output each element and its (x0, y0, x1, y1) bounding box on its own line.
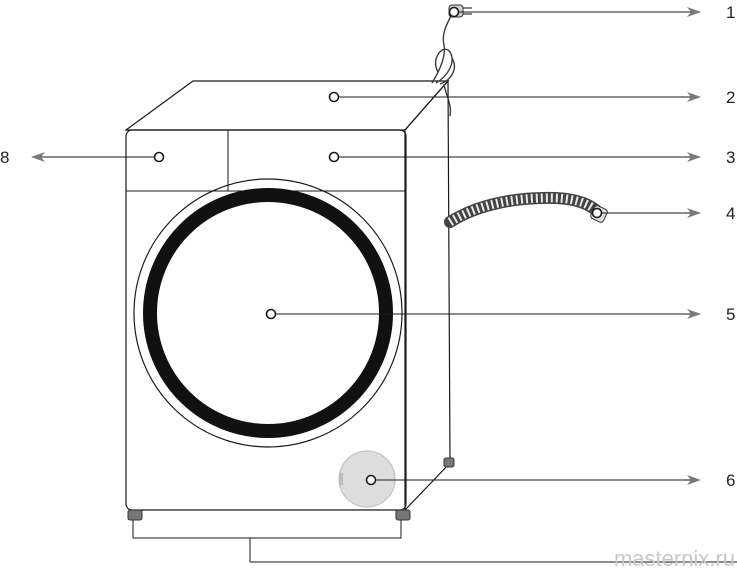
label-8: 8 (0, 148, 9, 167)
watermark: masternix.ru (614, 546, 735, 571)
label-4: 4 (726, 204, 735, 223)
dot-6 (365, 474, 377, 486)
drain-hose-group (444, 191, 608, 228)
dot-4 (591, 207, 603, 219)
dot-1 (448, 6, 460, 18)
dot-8 (153, 151, 165, 163)
washing-machine (124, 79, 455, 521)
label-2: 2 (726, 88, 735, 107)
foot-front-left (127, 509, 143, 521)
callout-dots (153, 6, 603, 486)
foot-back-right (443, 457, 455, 468)
label-5: 5 (726, 305, 735, 324)
dot-2 (328, 91, 340, 103)
callout-numbers: 1 2 3 4 5 6 8 (0, 3, 735, 490)
dot-3 (328, 151, 340, 163)
foot-front-right (395, 509, 411, 521)
dot-5 (265, 308, 277, 320)
label-1: 1 (726, 3, 735, 22)
door-outer-rim (133, 178, 403, 448)
leader-7 (132, 520, 402, 539)
label-6: 6 (726, 471, 735, 490)
front-panel (125, 129, 407, 511)
power-cord (431, 4, 472, 117)
side-panel (404, 79, 451, 512)
label-3: 3 (726, 148, 735, 167)
callout-lines (31, 7, 737, 563)
top-cover-surface (124, 80, 450, 131)
filter-hatch-notch (339, 473, 343, 485)
